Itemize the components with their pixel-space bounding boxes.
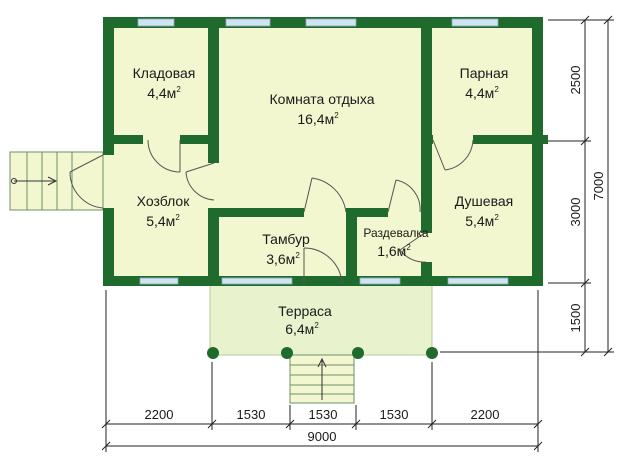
- room-parnaya-area: 4,4м2: [465, 85, 499, 101]
- bottom-dimension-lines: [101, 290, 543, 452]
- room-komnata-name: Комната отдыха: [270, 91, 375, 107]
- window-top-2: [225, 18, 271, 27]
- terrace-posts: [207, 347, 438, 359]
- door-tambur-top: [303, 177, 347, 213]
- room-razdevalka-name: Раздевалка: [363, 226, 428, 240]
- wall-razdevalka-bottom-right: [421, 262, 432, 286]
- dim-right-2: 3000: [568, 198, 583, 227]
- door-komnata: [185, 162, 215, 201]
- room-tambur-area: 3,6м2: [266, 251, 300, 267]
- house-floor: [103, 17, 543, 285]
- room-razdevalka-area: 1,6м2: [377, 243, 411, 259]
- wall-kladovaya-bottom-right: [180, 135, 219, 144]
- windows: [137, 18, 509, 285]
- dim-right-3: 1500: [568, 304, 583, 333]
- window-top-3: [305, 18, 357, 27]
- window-top-4: [451, 18, 499, 27]
- wall-tambur-left: [208, 208, 219, 286]
- doors: [69, 139, 474, 285]
- room-hozblok-area: 5,4м2: [146, 213, 180, 229]
- dim-bottom-1: 2200: [145, 407, 174, 422]
- wall-right: [532, 17, 543, 286]
- wall-parnaya-left: [421, 17, 432, 147]
- wall-razdevalka-top: [346, 208, 388, 217]
- room-tambur-name: Тамбур: [262, 231, 310, 247]
- room-parnaya-name: Парная: [460, 65, 509, 81]
- dim-right-total: 7000: [591, 172, 606, 201]
- wall-dushevaya-left: [421, 147, 432, 233]
- wall-parnaya-bottom-right: [473, 135, 548, 144]
- dim-bottom-4: 1530: [380, 407, 409, 422]
- right-dimension-labels: 2500 3000 1500 7000: [568, 66, 606, 333]
- window-top-1: [137, 18, 175, 27]
- wall-left-upper: [103, 17, 114, 155]
- door-parnaya: [432, 139, 474, 171]
- window-bottom-4: [447, 277, 509, 285]
- wall-kladovaya-right: [208, 17, 219, 163]
- room-komnata-area: 16,4м2: [297, 111, 339, 127]
- wall-tambur-right: [346, 208, 357, 286]
- dim-right-1: 2500: [568, 66, 583, 95]
- room-kladovaya-name: Кладовая: [133, 65, 196, 81]
- door-dushevaya: [399, 231, 427, 263]
- door-razdevalka: [387, 179, 421, 213]
- door-tambur-bottom: [303, 247, 343, 285]
- dim-bottom-total: 9000: [308, 429, 337, 444]
- dim-bottom-3: 1530: [309, 407, 338, 422]
- room-terrasa-area: 6,4м2: [285, 321, 319, 337]
- bottom-dimension-labels: 2200 1530 1530 1530 2200 9000: [145, 407, 500, 444]
- dim-bottom-5: 2200: [471, 407, 500, 422]
- window-bottom-3: [359, 277, 401, 285]
- door-kladovaya: [147, 139, 181, 173]
- wall-kladovaya-bottom-left: [103, 135, 143, 144]
- left-entrance-stairs: [9, 151, 104, 211]
- terrace-stairs: [289, 354, 355, 404]
- terrace-post: [426, 347, 438, 359]
- wall-left-lower: [103, 208, 114, 286]
- window-bottom-2: [221, 277, 293, 285]
- right-dimension-lines: [440, 15, 614, 357]
- terrace-post: [207, 347, 219, 359]
- dim-bottom-2: 1530: [237, 407, 266, 422]
- wall-parnaya-bottom-left: [421, 135, 433, 144]
- door-hozblok-entrance: [69, 154, 104, 209]
- room-labels: Кладовая 4,4м2 Комната отдыха 16,4м2 Пар…: [133, 65, 514, 337]
- window-bottom-1: [139, 277, 179, 285]
- terrace-floor: [209, 284, 433, 356]
- room-dushevaya-name: Душевая: [455, 193, 513, 209]
- terrace-post: [352, 347, 364, 359]
- room-dushevaya-area: 5,4м2: [465, 213, 499, 229]
- terrace-post: [281, 347, 293, 359]
- room-hozblok-name: Хозблок: [137, 193, 191, 209]
- wall-tambur-top-left: [208, 208, 304, 217]
- wall-bottom: [103, 276, 543, 286]
- room-kladovaya-area: 4,4м2: [147, 85, 181, 101]
- room-terrasa-name: Терраса: [278, 303, 332, 319]
